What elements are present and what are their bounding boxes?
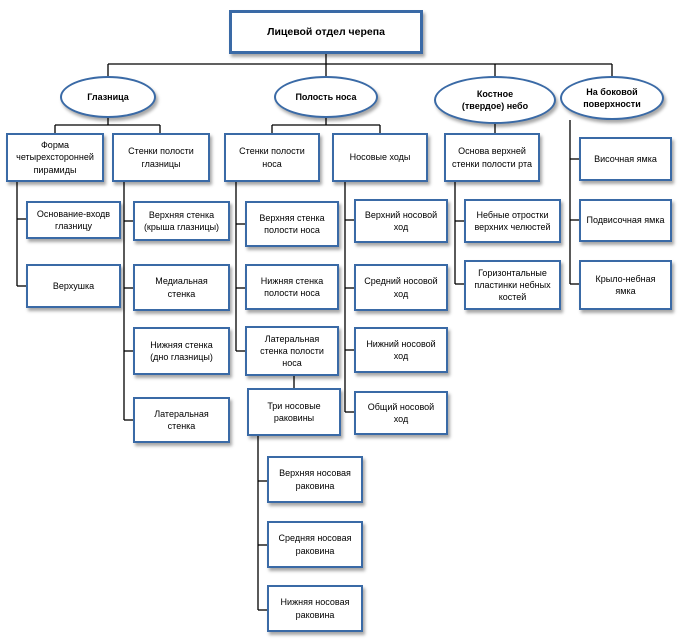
- infratemporal-fossa-box: Подвисочная ямка: [579, 199, 672, 242]
- orbit-walls-box: Стенки полости глазницы: [112, 133, 210, 182]
- section-orbit: Глазница: [60, 76, 156, 118]
- nasal-walls-box: Стенки полости носа: [224, 133, 320, 182]
- section-hard-palate: Костное (твердое) небо: [434, 76, 556, 124]
- nasal-superior-wall-box: Верхняя стенка полости носа: [245, 201, 339, 247]
- middle-concha-box: Средняя носовая раковина: [267, 521, 363, 568]
- orbit-apex-box: Верхушка: [26, 264, 121, 308]
- superior-concha-box: Верхняя носовая раковина: [267, 456, 363, 503]
- nasal-inferior-wall-box: Нижняя стенка полости носа: [245, 264, 339, 310]
- orbit-inferior-wall-box: Нижняя стенка (дно глазницы): [133, 327, 230, 375]
- nasal-conchae-box: Три носовые раковины: [247, 388, 341, 436]
- temporal-fossa-box: Височная ямка: [579, 137, 672, 181]
- pterygopalatine-fossa-box: Крыло-небная ямка: [579, 260, 672, 310]
- horizontal-plates-box: Горизонтальные пластинки небных костей: [464, 260, 561, 310]
- orbit-lateral-wall-box: Латеральная стенка: [133, 397, 230, 443]
- superior-meatus-box: Верхний носовой ход: [354, 199, 448, 243]
- orbit-base-box: Основание-входв глазницу: [26, 201, 121, 239]
- root-node: Лицевой отдел черепа: [229, 10, 423, 54]
- orbit-superior-wall-box: Верхняя стенка (крыша глазницы): [133, 201, 230, 241]
- inferior-meatus-box: Нижний носовой ход: [354, 327, 448, 373]
- inferior-concha-box: Нижняя носовая раковина: [267, 585, 363, 632]
- orbit-medial-wall-box: Медиальная стенка: [133, 264, 230, 311]
- middle-meatus-box: Средний носовой ход: [354, 264, 448, 311]
- common-meatus-box: Общий носовой ход: [354, 391, 448, 435]
- orbit-shape-box: Форма четырехсторонней пирамиды: [6, 133, 104, 182]
- section-lateral-surface: На боковой поверхности: [560, 76, 664, 120]
- palate-base-box: Основа верхней стенки полости рта: [444, 133, 540, 182]
- nasal-meatuses-box: Носовые ходы: [332, 133, 428, 182]
- nasal-lateral-wall-box: Латеральная стенка полости носа: [245, 326, 339, 376]
- palatine-processes-box: Небные отростки верхних челюстей: [464, 199, 561, 243]
- section-nasal-cavity: Полость носа: [274, 76, 378, 118]
